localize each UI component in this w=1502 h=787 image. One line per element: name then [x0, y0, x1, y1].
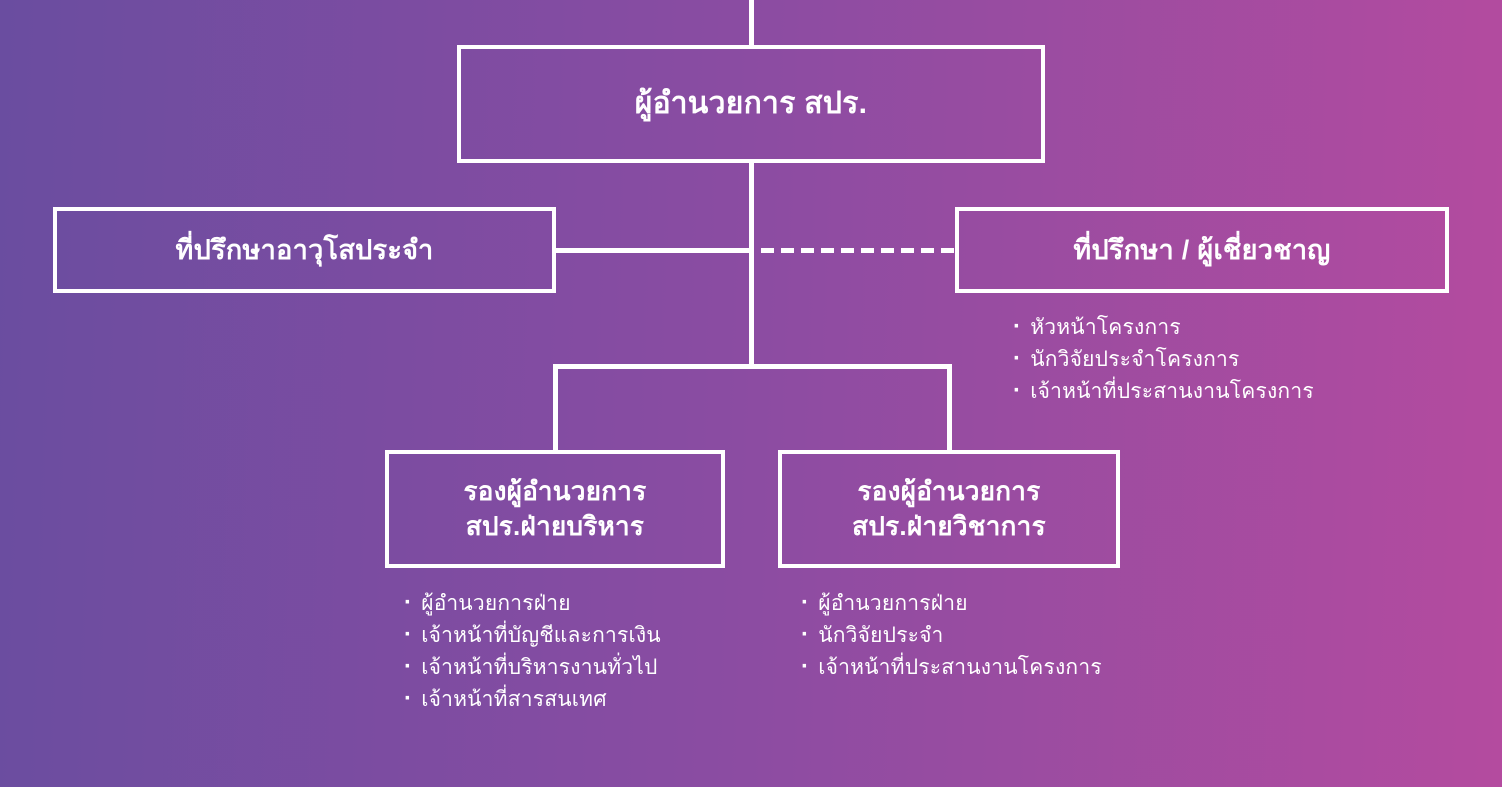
advisor-expert-staff-list: · หัวหน้าโครงการ · นักวิจัยประจำโครงการ …: [1013, 311, 1314, 407]
list-item: · นักวิจัยประจำ: [801, 619, 1102, 651]
list-item-label: ผู้อำนวยการฝ่าย: [421, 592, 571, 615]
connector-expert-dashed: [754, 248, 955, 253]
node-deputy-academic: รองผู้อำนวยการ สปร.ฝ่ายวิชาการ: [778, 450, 1120, 568]
list-item: · ผู้อำนวยการฝ่าย: [404, 587, 661, 619]
bullet-dot: ·: [801, 589, 810, 616]
node-deputy-academic-label-line2: สปร.ฝ่ายวิชาการ: [852, 511, 1046, 541]
list-item-label: เจ้าหน้าที่สารสนเทศ: [421, 688, 607, 711]
list-item-label: เจ้าหน้าที่ประสานงานโครงการ: [1030, 380, 1314, 403]
list-item: · หัวหน้าโครงการ: [1013, 311, 1314, 343]
list-item-label: นักวิจัยประจำโครงการ: [1030, 348, 1240, 371]
connector-deputy-admin-drop: [553, 364, 558, 450]
node-director-label: ผู้อำนวยการ สปร.: [634, 86, 868, 120]
list-item: · เจ้าหน้าที่ประสานงานโครงการ: [801, 651, 1102, 683]
bullet-dot: ·: [1013, 345, 1022, 372]
bullet-dot: ·: [1013, 313, 1022, 340]
node-deputy-admin-label-line1: รองผู้อำนวยการ: [463, 475, 647, 506]
node-director: ผู้อำนวยการ สปร.: [457, 45, 1045, 163]
bullet-dot: ·: [404, 621, 413, 648]
bullet-dot: ·: [404, 589, 413, 616]
bullet-dot: ·: [801, 621, 810, 648]
bullet-dot: ·: [801, 653, 810, 680]
list-item-label: หัวหน้าโครงการ: [1030, 316, 1181, 339]
list-item: · เจ้าหน้าที่ประสานงานโครงการ: [1013, 375, 1314, 407]
node-advisor-expert: ที่ปรึกษา / ผู้เชี่ยวชาญ: [955, 207, 1449, 293]
list-item: · เจ้าหน้าที่บัญชีและการเงิน: [404, 619, 661, 651]
connector-deputy-academic-drop: [947, 364, 952, 450]
node-deputy-academic-label-line1: รองผู้อำนวยการ: [857, 475, 1041, 506]
connector-senior-advisor: [556, 248, 754, 253]
list-item: · นักวิจัยประจำโครงการ: [1013, 343, 1314, 375]
list-item-label: เจ้าหน้าที่บัญชีและการเงิน: [421, 624, 661, 647]
list-item-label: เจ้าหน้าที่บริหารงานทั่วไป: [421, 656, 658, 679]
list-item: · ผู้อำนวยการฝ่าย: [801, 587, 1102, 619]
bullet-dot: ·: [1013, 377, 1022, 404]
list-item-label: นักวิจัยประจำ: [818, 624, 944, 647]
bullet-dot: ·: [404, 685, 413, 712]
connector-top-stub: [749, 0, 754, 45]
list-item: · เจ้าหน้าที่สารสนเทศ: [404, 683, 661, 715]
deputy-admin-staff-list: · ผู้อำนวยการฝ่าย · เจ้าหน้าที่บัญชีและก…: [404, 587, 661, 715]
node-senior-advisor-label: ที่ปรึกษาอาวุโสประจำ: [175, 234, 434, 265]
deputy-academic-staff-list: · ผู้อำนวยการฝ่าย · นักวิจัยประจำ · เจ้า…: [801, 587, 1102, 683]
list-item-label: เจ้าหน้าที่ประสานงานโครงการ: [818, 656, 1102, 679]
list-item: · เจ้าหน้าที่บริหารงานทั่วไป: [404, 651, 661, 683]
node-deputy-admin: รองผู้อำนวยการ สปร.ฝ่ายบริหาร: [385, 450, 725, 568]
connector-deputies-horizontal: [553, 364, 952, 369]
node-advisor-expert-label: ที่ปรึกษา / ผู้เชี่ยวชาญ: [1073, 234, 1331, 265]
node-deputy-admin-label-line2: สปร.ฝ่ายบริหาร: [465, 511, 645, 541]
bullet-dot: ·: [404, 653, 413, 680]
list-item-label: ผู้อำนวยการฝ่าย: [818, 592, 968, 615]
node-senior-advisor: ที่ปรึกษาอาวุโสประจำ: [53, 207, 556, 293]
connector-director-down: [749, 163, 754, 369]
